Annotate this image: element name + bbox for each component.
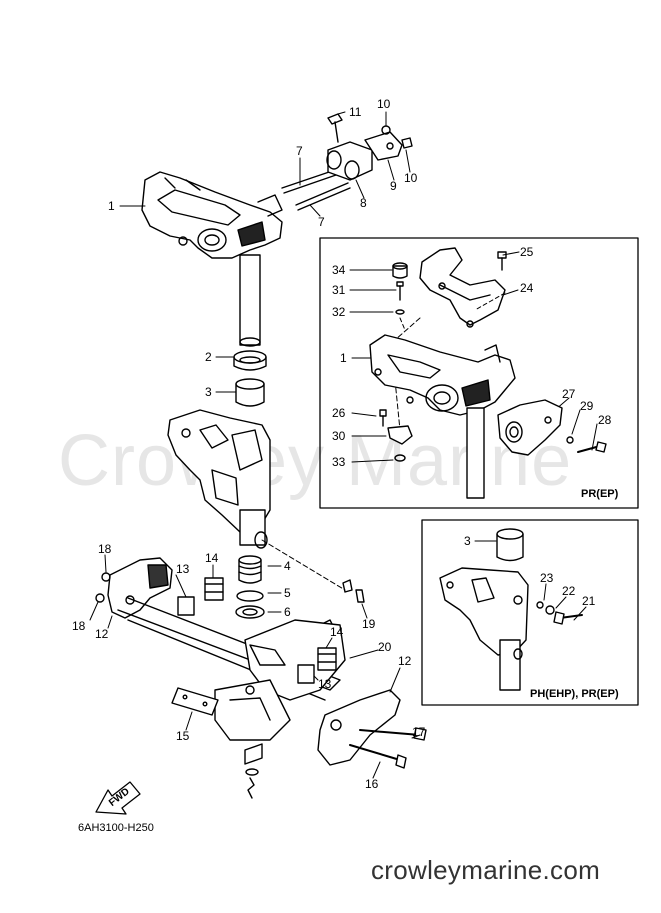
callout-14b: 14 [330,625,344,639]
callout-15: 15 [176,729,190,743]
inset1-parts-34-31-32 [392,251,507,315]
callout-26: 26 [332,406,346,420]
swivel-bracket-1 [141,171,283,259]
plate-15 [171,687,219,716]
bolts-16-17 [349,727,427,769]
callout-2: 2 [205,350,212,364]
callout-21: 21 [582,594,596,608]
inset2-steering-housing [439,567,529,691]
callout-9: 9 [390,179,397,193]
callout-22: 22 [562,584,576,598]
bolts-10-11 [327,113,413,149]
callout-18a: 18 [98,542,112,556]
callout-24: 24 [520,281,534,295]
callout-inset1-1: 1 [340,351,347,365]
inset-caption-pr-ep: PR(EP) [581,488,619,500]
inset1-swivel-bracket [369,334,516,416]
rods-7 [281,169,351,211]
callout-7b: 7 [318,215,325,229]
callout-33: 33 [332,455,346,469]
callout-4: 4 [284,559,291,573]
bushing-stack-4-5-6 [235,555,265,619]
callout-27: 27 [562,387,576,401]
callout-3: 3 [205,385,212,399]
inset1-steering-arm-27 [497,399,607,456]
callout-8: 8 [360,196,367,210]
leader-dashed [261,539,346,591]
bushing-3 [235,378,265,407]
figure-code: 6AH3100-H250 [78,822,154,834]
callout-10a: 10 [377,97,391,111]
callout-25: 25 [520,245,534,259]
callout-29: 29 [580,399,594,413]
callout-12b: 12 [398,654,412,668]
callout-13a: 13 [176,562,190,576]
inset-caption-ph-ehp: PH(EHP), PR(EP) [530,688,619,700]
inset1-upper-bracket [419,247,506,328]
callout-6: 6 [284,605,291,619]
callout-19: 19 [362,617,376,631]
inset1-dashed [399,292,506,331]
callout-18b: 18 [72,619,86,633]
callout-28: 28 [598,413,612,427]
inset-box-pr-ep [319,237,639,509]
fwd-arrow [95,781,141,815]
clamp-bracket-12-left [107,557,173,619]
inset2-parts-21-22-23 [536,601,583,625]
callout-17: 17 [412,725,426,739]
inset1-steering-shaft [466,407,485,499]
watermark: Crowley Marine [58,421,573,501]
bracket-8-9 [326,131,403,181]
bushing-2 [233,350,267,371]
callout-20: 20 [378,640,392,654]
clamp-bracket-12-right [317,689,401,766]
bottom-fasteners [244,743,263,799]
stern-bracket-body [214,619,346,741]
callout-16: 16 [365,777,379,791]
website-link[interactable]: crowleymarine.com [371,855,601,885]
callout-30: 30 [332,429,346,443]
callout-1: 1 [108,199,115,213]
callout-13b: 13 [318,677,332,691]
inset-box-ph-ehp [421,519,639,706]
callout-12a: 12 [95,627,109,641]
small-parts-18-19 [95,572,365,603]
callout-32: 32 [332,305,346,319]
callout-10b: 10 [404,171,418,185]
callout-14a: 14 [205,551,219,565]
callout-inset2-3: 3 [464,534,471,548]
callout-7a: 7 [296,144,303,158]
leader-dashed [394,317,421,431]
callout-23: 23 [540,571,554,585]
callout-5: 5 [284,586,291,600]
callout-31: 31 [332,283,346,297]
steering-shaft [239,254,261,346]
inset2-bushing [496,528,524,562]
blocks-13-14 [177,577,337,684]
inset1-parts-26-30-33 [379,409,413,462]
steering-housing [167,409,271,549]
callout-34: 34 [332,263,346,277]
callout-11: 11 [349,105,362,119]
